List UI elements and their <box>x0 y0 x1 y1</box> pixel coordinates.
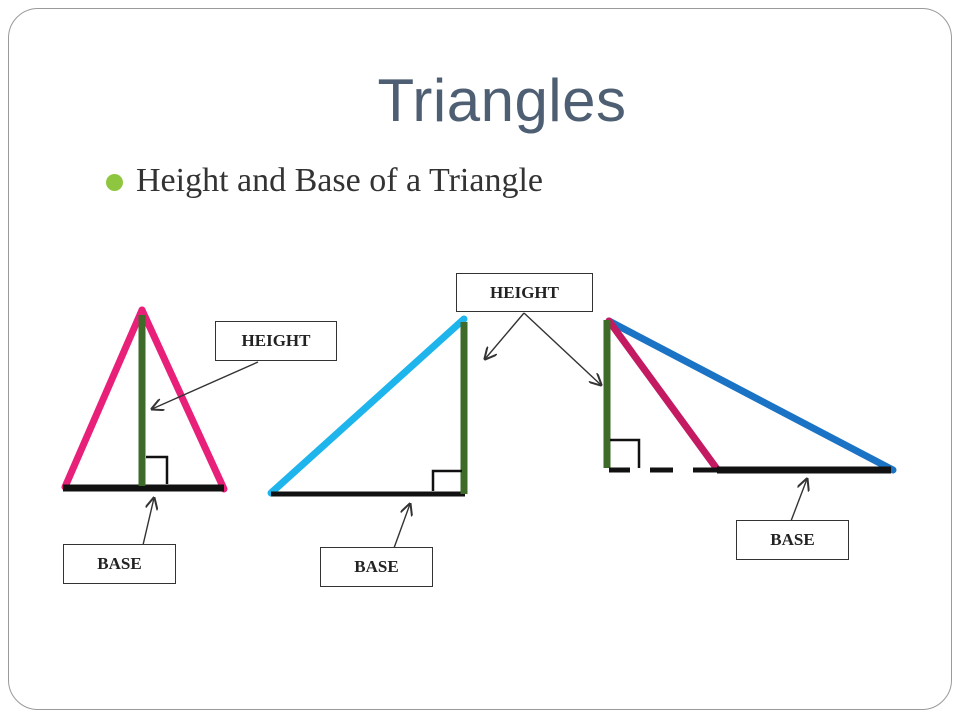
bullet-item: Height and Base of a Triangle <box>106 162 543 200</box>
triangle-obtuse <box>603 317 897 474</box>
bullet-dot-icon <box>106 173 123 191</box>
triangle2-right-angle-mark <box>431 469 462 491</box>
arrow-base-left <box>142 498 154 546</box>
triangle1-right-side <box>138 306 228 493</box>
base-label-middle: BASE <box>320 547 433 587</box>
arrow-height-left <box>152 361 259 409</box>
triangle3-blue-side <box>605 317 897 474</box>
triangle3-right-angle-mark <box>610 438 641 468</box>
triangle1-left-side <box>61 306 146 491</box>
triangle-isosceles <box>61 306 228 493</box>
triangle-right <box>267 315 468 497</box>
height-label-top: HEIGHT <box>456 273 593 312</box>
arrow-height-top-to-right <box>523 312 601 385</box>
bullet-text: Height and Base of a Triangle <box>136 162 543 199</box>
base-label-left: BASE <box>63 544 176 584</box>
arrow-height-top-to-middle <box>485 312 525 359</box>
triangle3-magenta-side <box>605 317 721 473</box>
height-label-left: HEIGHT <box>215 321 337 361</box>
arrow-base-right <box>790 479 807 522</box>
arrow-base-middle <box>393 504 410 549</box>
slide-title: Triangles <box>377 67 627 134</box>
triangle2-hypotenuse <box>267 315 468 497</box>
base-label-right: BASE <box>736 520 849 560</box>
triangle1-right-angle-mark <box>146 455 169 484</box>
